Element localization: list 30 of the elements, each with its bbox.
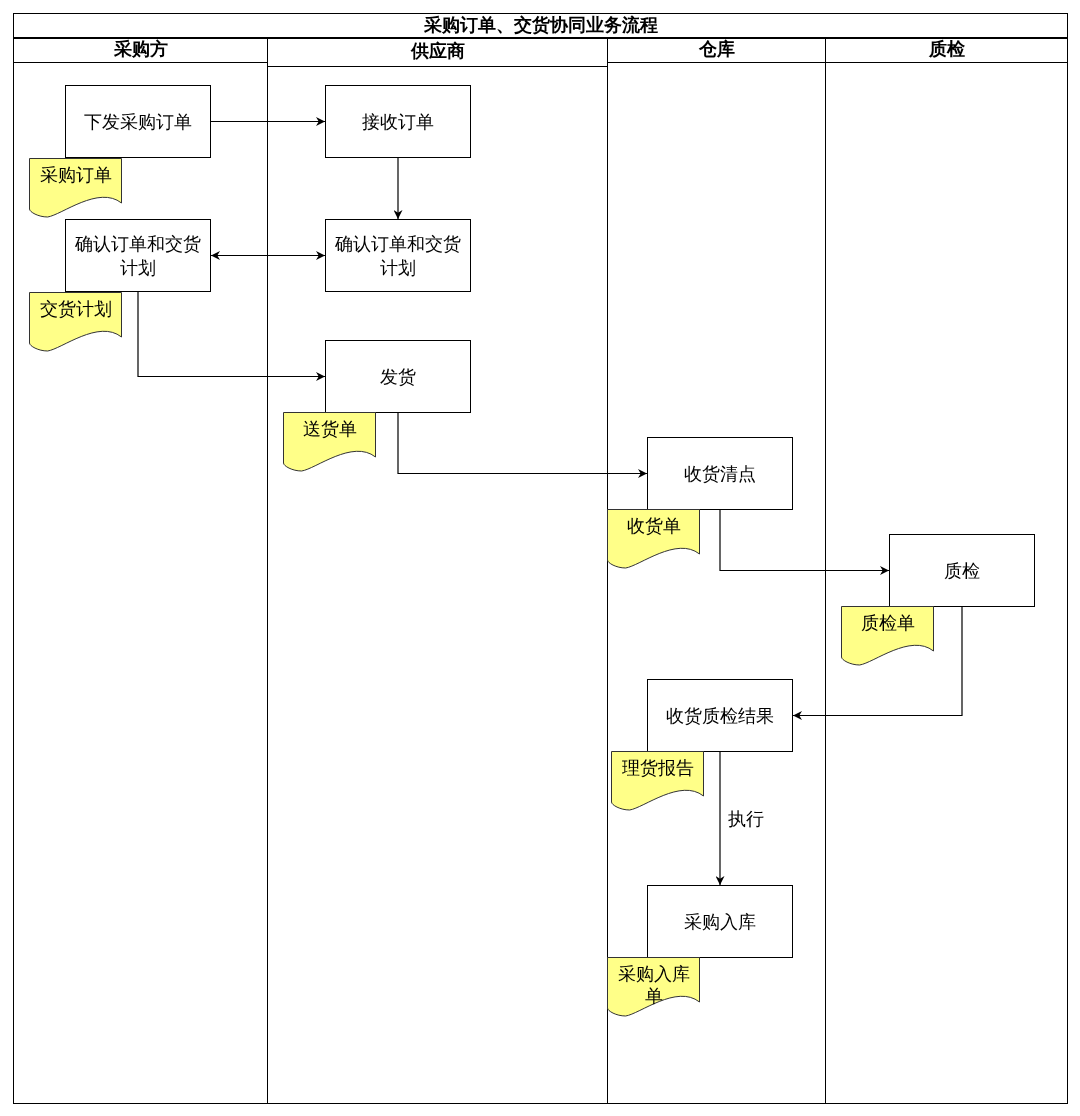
- lane-header: 仓库: [608, 38, 825, 63]
- document-shape: 交货计划: [29, 292, 122, 352]
- lane-header: 质检: [826, 38, 1067, 63]
- arrow: [719, 509, 890, 575]
- document-shape: 采购入库单: [607, 957, 700, 1017]
- document-shape: 收货单: [607, 509, 700, 569]
- arrow: [397, 412, 648, 478]
- document-shape: 质检单: [841, 606, 934, 666]
- lane-header: 供应商: [268, 38, 607, 67]
- process-box: 发货: [325, 340, 471, 413]
- arrow: [137, 291, 326, 381]
- arrow: [210, 251, 326, 260]
- document-shape: 理货报告: [611, 751, 704, 811]
- arrow: [715, 751, 725, 886]
- arrow: [210, 117, 326, 126]
- process-box: 确认订单和交货计划: [65, 219, 211, 292]
- document-shape: 采购订单: [29, 158, 122, 218]
- pool: [13, 13, 1068, 1104]
- process-box: 下发采购订单: [65, 85, 211, 158]
- lane-header: 采购方: [14, 38, 267, 63]
- process-box: 质检: [889, 534, 1035, 607]
- arrow: [792, 606, 963, 720]
- pool-title: 采购订单、交货协同业务流程: [14, 14, 1067, 39]
- process-box: 采购入库: [647, 885, 793, 958]
- process-box: 收货质检结果: [647, 679, 793, 752]
- process-box: 接收订单: [325, 85, 471, 158]
- document-shape: 送货单: [283, 412, 376, 472]
- arrow: [393, 157, 403, 220]
- process-box: 收货清点: [647, 437, 793, 510]
- process-box: 确认订单和交货计划: [325, 219, 471, 292]
